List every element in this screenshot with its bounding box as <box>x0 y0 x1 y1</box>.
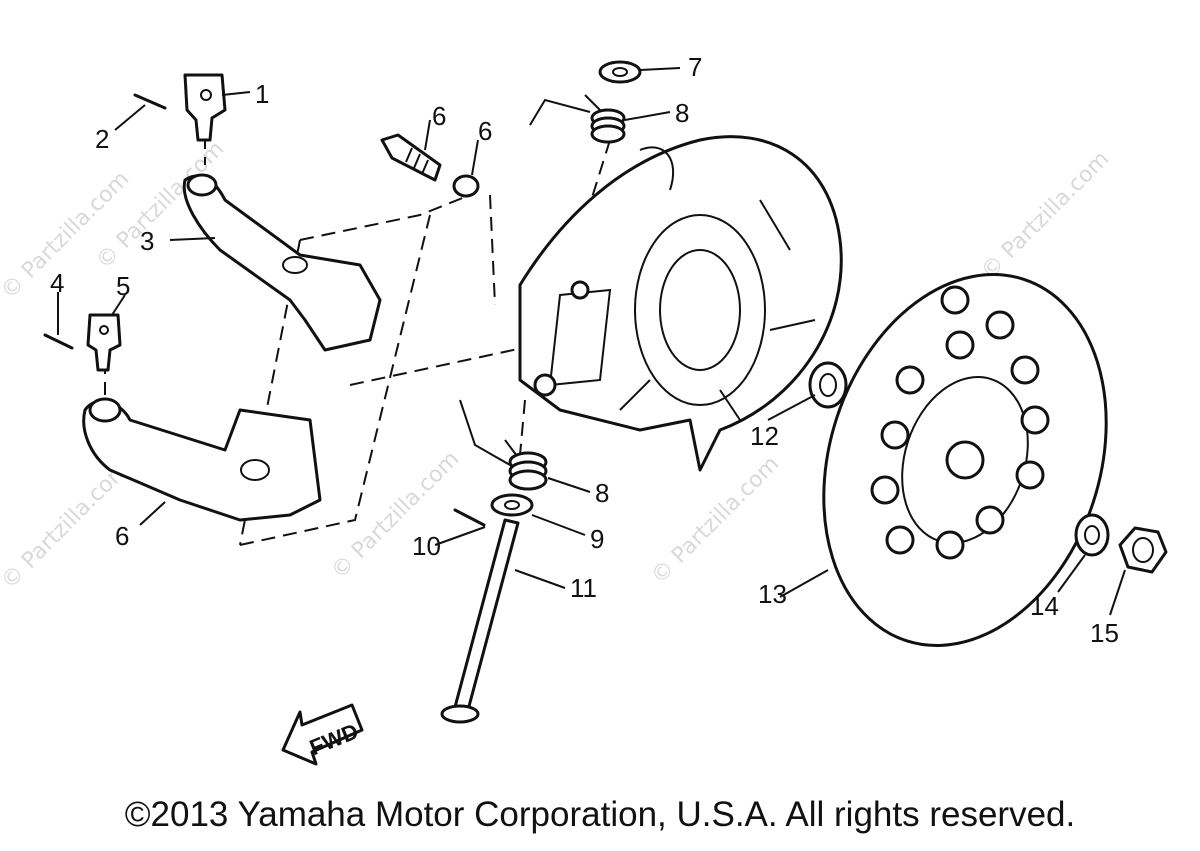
callout-9: 8 <box>595 478 609 508</box>
watermark: © Partzilla.com <box>647 452 785 590</box>
copyright-notice: ©2013 Yamaha Motor Corporation, U.S.A. A… <box>124 795 1076 834</box>
washer-8-part <box>598 60 642 84</box>
drive-disc-part <box>822 273 1108 647</box>
callout-13: 14 <box>1030 591 1059 621</box>
washer-8-part <box>490 493 534 517</box>
block-4-part <box>183 73 227 142</box>
watermark: © Partzilla.com <box>327 447 465 585</box>
washer-13-part <box>1074 513 1110 557</box>
callout-4: 1 <box>255 79 269 109</box>
callout-8: 9 <box>590 524 604 554</box>
arm-3-part <box>182 173 382 352</box>
bolt-11-part <box>380 133 442 182</box>
callout-6: 2 <box>95 124 109 154</box>
screw-6-part <box>43 333 74 350</box>
callout-5: 5 <box>116 271 130 301</box>
screw-6-part <box>133 93 167 110</box>
spring-9-part <box>459 399 548 491</box>
screw-6-part <box>453 508 486 527</box>
callout-labels: 1 2 3 4 5 6 6 6 7 8 8 9 10 11 12 13 14 1… <box>50 52 1119 648</box>
callout-3: 3 <box>140 226 154 256</box>
housing-casting <box>518 135 843 472</box>
callout-15: 12 <box>750 421 779 451</box>
callout-12: 6 <box>478 116 492 146</box>
callout-2: 6 <box>115 521 129 551</box>
spring-10-part <box>529 94 626 144</box>
callout-6: 10 <box>412 531 441 561</box>
collar-12-part <box>452 174 480 198</box>
callout-7: 11 <box>570 573 597 603</box>
callout-11: 6 <box>432 101 446 131</box>
watermark: © Partzilla.com <box>977 147 1115 285</box>
nut-14-part <box>1118 526 1168 574</box>
callout-14: 15 <box>1090 618 1119 648</box>
callout-10: 8 <box>675 98 689 128</box>
shaft-7-part <box>440 518 520 724</box>
arm-2-part <box>82 397 322 522</box>
leader-lines <box>57 67 1126 616</box>
block-5-part <box>86 313 122 372</box>
callout-8: 7 <box>688 52 702 82</box>
washer-15-part <box>808 361 848 409</box>
callout-6: 4 <box>50 268 64 298</box>
callout-1: 13 <box>758 579 787 609</box>
forward-arrow-icon: FWD <box>281 703 364 766</box>
